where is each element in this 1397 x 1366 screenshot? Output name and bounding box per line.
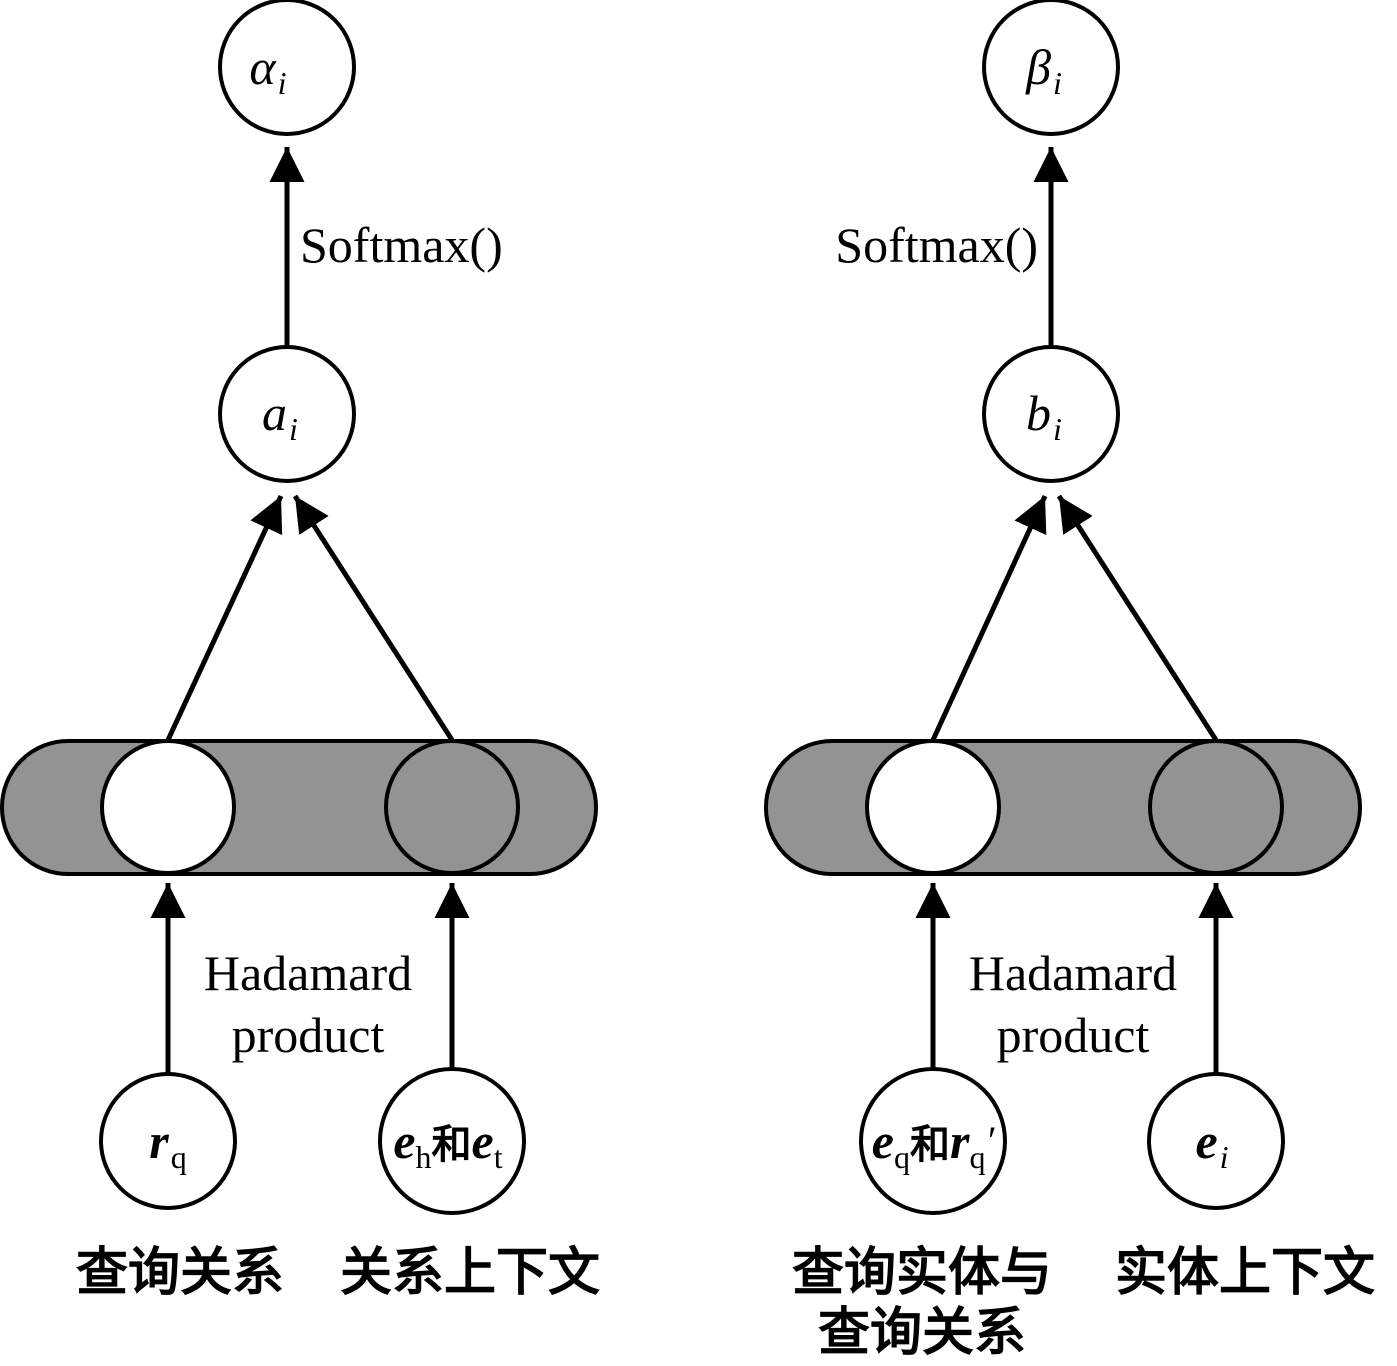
right-caption-query-entity-line2: 查询关系 (818, 1303, 1026, 1363)
right-capsule-gray-node (1148, 739, 1284, 875)
rq-main: r (149, 1113, 169, 1169)
rq-prime-mark: ′ (985, 1118, 995, 1163)
a-node: ai (218, 345, 356, 483)
rq-node: rq (99, 1072, 237, 1210)
right-capsule-white-node (865, 739, 1001, 875)
right-caption-query-entity-line1: 查询实体与 (792, 1243, 1052, 1303)
right-caption-entity-context: 实体上下文 (1115, 1243, 1375, 1303)
right-arrow-from-white (930, 494, 1048, 742)
eq-sub: q (894, 1139, 910, 1175)
conj-he-right: 和 (910, 1122, 950, 1168)
left-caption-relation-context: 关系上下文 (340, 1243, 600, 1303)
left-hadamard-line1: Hadamard (204, 945, 412, 1001)
beta-sub: i (1053, 65, 1062, 101)
left-capsule-gray-node (384, 739, 520, 875)
beta-node: βi (982, 0, 1120, 136)
alpha-main: α (249, 39, 277, 95)
eh-et-node: eh和et (378, 1067, 526, 1215)
alpha-sub: i (278, 65, 287, 101)
svg-text:ai: ai (262, 385, 298, 447)
right-softmax-label: Softmax() (835, 217, 1038, 273)
left-panel: αi Softmax() ai Hadamard product (0, 0, 600, 1303)
b-main: b (1026, 385, 1051, 441)
left-softmax-label: Softmax() (300, 217, 503, 273)
alpha-node: αi (218, 0, 356, 136)
right-hadamard-line1: Hadamard (969, 945, 1177, 1001)
ei-main: e (1195, 1113, 1217, 1169)
rq-prime-sub: q (969, 1139, 985, 1175)
b-sub: i (1053, 411, 1062, 447)
svg-text:bi: bi (1026, 385, 1062, 447)
left-arrow-from-white (165, 494, 284, 742)
svg-text:eq和rq′: eq和rq′ (872, 1113, 996, 1175)
right-panel: βi Softmax() bi Hadamard product (764, 0, 1375, 1363)
svg-text:eh和et: eh和et (393, 1113, 502, 1175)
beta-main: β (1025, 39, 1051, 95)
eh-main: e (393, 1113, 415, 1169)
svg-text:rq: rq (149, 1113, 186, 1175)
et-sub: t (494, 1139, 503, 1175)
left-capsule-white-node (100, 739, 236, 875)
ei-sub: i (1220, 1139, 1229, 1175)
right-arrow-from-gray (1056, 494, 1219, 742)
eq-rq-node: eq和rq′ (859, 1067, 1007, 1215)
rq-prime-main: r (950, 1113, 970, 1169)
svg-text:αi: αi (249, 39, 286, 101)
conj-he: 和 (432, 1122, 472, 1168)
left-caption-query-relation: 查询关系 (76, 1243, 284, 1303)
a-sub: i (289, 411, 298, 447)
right-hadamard-line2: product (997, 1007, 1150, 1063)
eq-main: e (872, 1113, 894, 1169)
a-main: a (262, 385, 287, 441)
et-main: e (472, 1113, 494, 1169)
eh-sub: h (416, 1139, 432, 1175)
rq-sub: q (171, 1139, 187, 1175)
svg-text:ei: ei (1195, 1113, 1228, 1175)
left-arrow-from-gray (292, 494, 455, 742)
svg-text:βi: βi (1025, 39, 1062, 101)
b-node: bi (982, 345, 1120, 483)
left-hadamard-line2: product (232, 1007, 385, 1063)
ei-node: ei (1147, 1072, 1285, 1210)
